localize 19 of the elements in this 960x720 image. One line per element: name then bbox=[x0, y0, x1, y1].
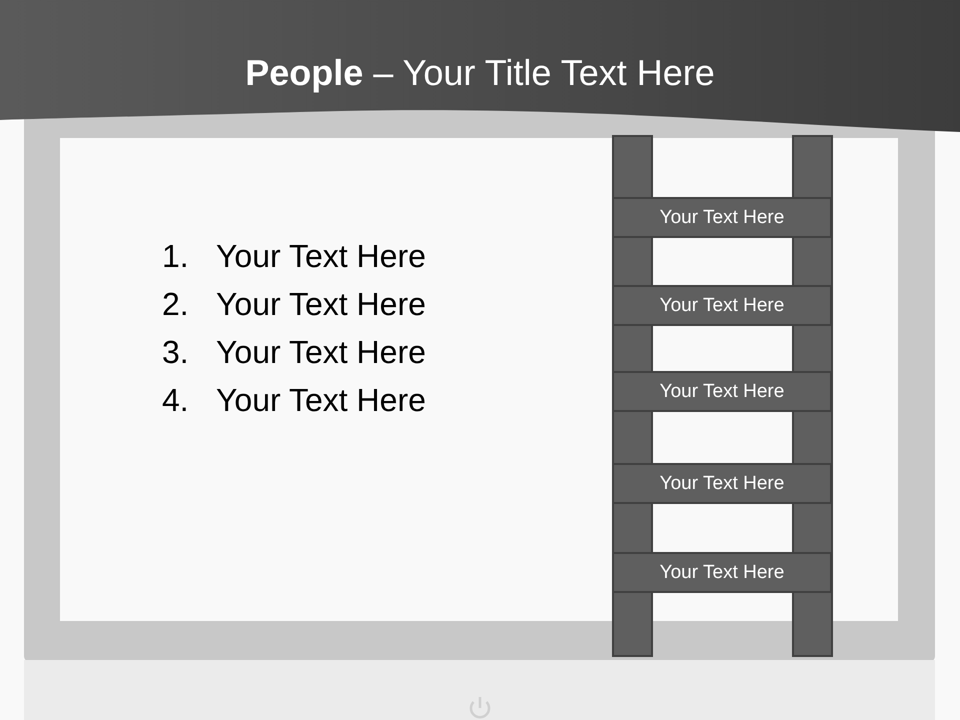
ladder-rung bbox=[612, 285, 832, 326]
list-number: 1. bbox=[162, 240, 189, 272]
list-item-text: Your Text Here bbox=[216, 384, 426, 416]
slide-title: People – Your Title Text Here bbox=[245, 52, 715, 94]
rung-label: Your Text Here bbox=[660, 472, 784, 494]
ladder-rung bbox=[612, 371, 832, 412]
list-number: 4. bbox=[162, 384, 189, 416]
ladder-rung bbox=[612, 197, 832, 238]
list-number: 2. bbox=[162, 288, 189, 320]
list-number: 3. bbox=[162, 336, 189, 368]
rung-label: Your Text Here bbox=[660, 380, 784, 402]
rung-label: Your Text Here bbox=[660, 562, 784, 584]
rung-label: Your Text Here bbox=[660, 206, 784, 228]
ladder-rung bbox=[612, 463, 832, 504]
list-item-text: Your Text Here bbox=[216, 336, 426, 368]
list-item-text: Your Text Here bbox=[216, 288, 426, 320]
rung-label: Your Text Here bbox=[660, 294, 784, 316]
list-item-text: Your Text Here bbox=[216, 240, 426, 272]
ladder-rung bbox=[612, 552, 832, 593]
